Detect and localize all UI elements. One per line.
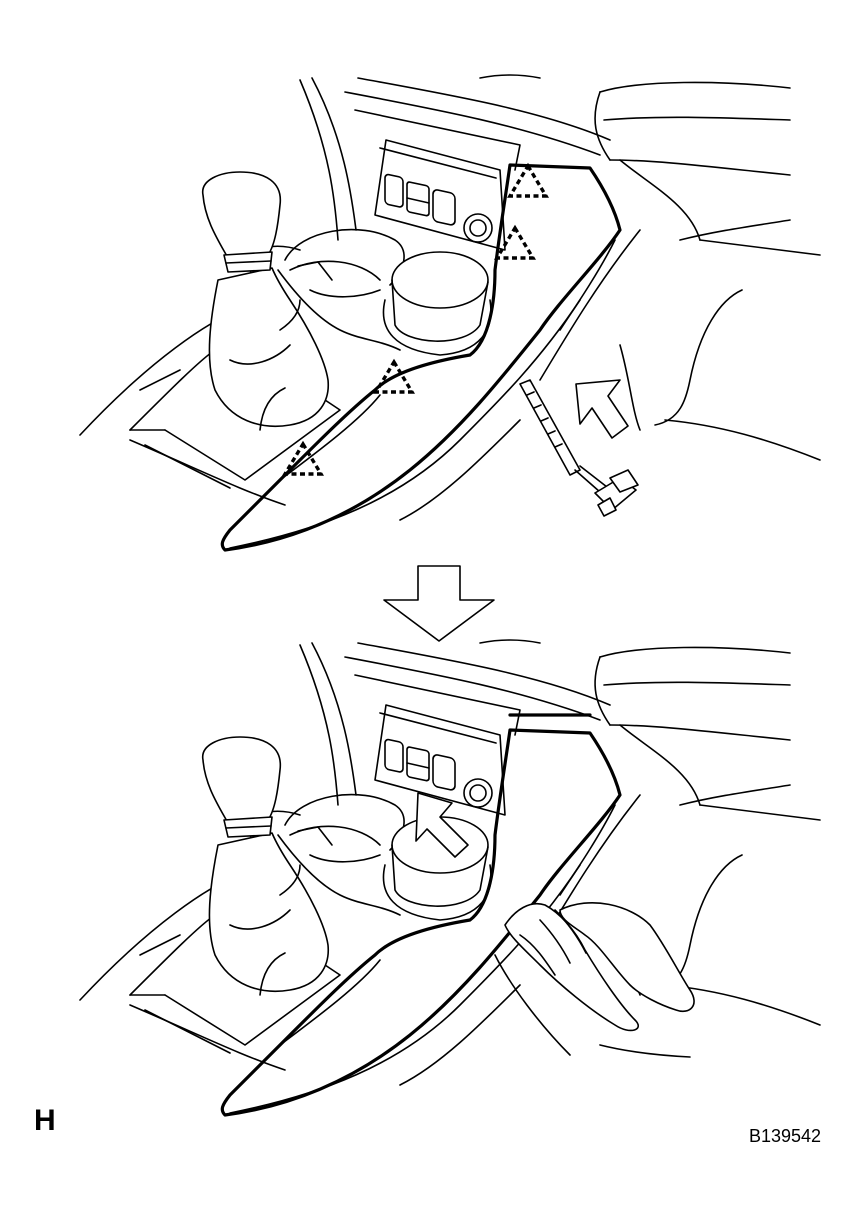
push-direction-arrow-icon	[575, 379, 629, 439]
figure-code: B139542	[749, 1126, 822, 1146]
hand-icon	[494, 902, 695, 1058]
down-arrow-icon	[383, 565, 495, 642]
top-panel	[78, 73, 822, 552]
pull-direction-arrow-icon	[415, 792, 469, 858]
step-label: H	[34, 1104, 56, 1137]
clip-marker-2	[495, 226, 535, 260]
screwdriver-icon	[519, 379, 639, 517]
bottom-panel	[78, 638, 822, 1117]
